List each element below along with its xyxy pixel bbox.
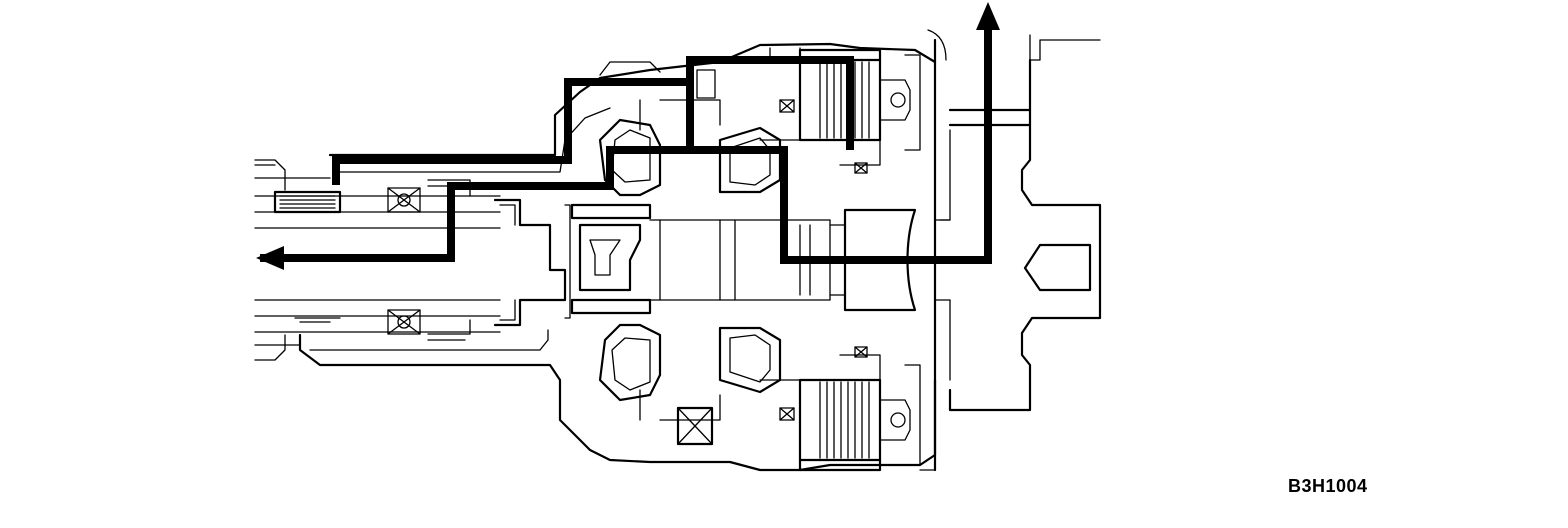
clutch-pack-lower xyxy=(759,346,921,472)
arrow-left-icon xyxy=(256,246,284,270)
left-shaft xyxy=(254,159,501,361)
center-shaft xyxy=(493,198,831,327)
flow-path xyxy=(260,30,992,264)
right-output xyxy=(829,34,1102,412)
bearings-left xyxy=(387,179,471,341)
housing xyxy=(298,29,947,472)
clutch-pack-upper xyxy=(759,48,921,174)
bevel-gears xyxy=(598,69,782,446)
figure-code: B3H1004 xyxy=(1288,476,1368,496)
arrow-up-icon xyxy=(976,2,1000,30)
